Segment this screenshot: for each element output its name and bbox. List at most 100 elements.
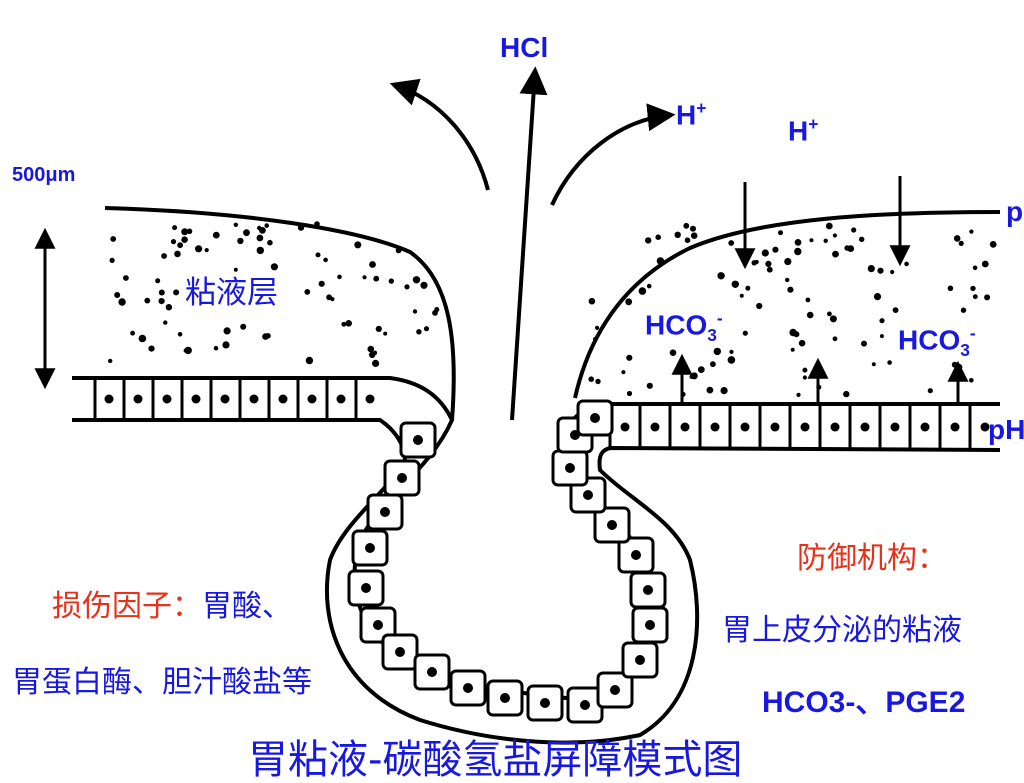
mucus-granule [690,232,698,239]
mucus-granule [367,345,375,353]
mucus-granule [727,356,736,364]
cell-nucleus [427,667,437,677]
mucus-granule [108,358,113,364]
mucus-granule [969,229,974,234]
mucus-granule [809,238,814,243]
cell-nucleus [980,422,990,432]
cell-nucleus [860,422,870,432]
mucus-granule [794,239,802,246]
mucus-granule [213,345,219,351]
mucus-granule [684,237,691,243]
mucus-granule [233,222,238,227]
mucus-granule [423,326,430,332]
defense-title: 防御机构： [797,541,947,576]
cell-nucleus [500,693,510,703]
cell-nucleus [395,647,405,657]
mucus-granule [412,276,421,284]
mucus-granule [163,320,168,325]
mucus-granule [710,361,716,368]
mucus-granule [256,246,264,255]
cell-nucleus [373,620,383,630]
defense-line-1: 胃上皮分泌的粘液 [722,613,962,648]
cell-nucleus [770,422,780,432]
cell-nucleus [278,394,288,404]
mucus-granule [970,285,976,292]
mucus-granule [177,242,184,249]
mucus-granule [345,320,353,327]
mucus-granule [593,337,598,342]
cell-nucleus [397,473,407,483]
mucus-granule [761,249,769,257]
mucus-granule [420,281,428,289]
mucus-granule [588,297,596,305]
mucus-granule [270,263,278,271]
mucus-granule [892,307,899,313]
mucus-granule [646,382,653,389]
mucus-granule [181,228,189,236]
mucus-granule [123,275,129,281]
mucus-granule [879,318,885,324]
mucus-granule [823,238,828,243]
epithelial-cells-pit [347,399,669,724]
mucus-granule [621,370,626,375]
cell-nucleus [890,422,900,432]
mucus-granule [793,331,800,338]
mucus-granule [805,297,811,303]
mucus-granule [354,241,362,249]
mucus-granule [802,367,808,373]
mucus-granule [843,390,850,398]
mucus-granule [877,267,884,274]
mucus-granule [341,321,347,327]
cell-nucleus [361,583,371,593]
mucus-granule [114,292,121,298]
mucus-granule [404,284,410,290]
mucus-surface-right [573,210,1001,399]
mucus-granule [174,250,181,258]
mucus-granule [373,275,380,282]
mucus-granule [674,231,681,238]
mucus-granule [832,250,839,258]
cell-nucleus [540,698,550,708]
mucus-granule [259,227,266,234]
mucus-granules [108,221,997,398]
cell-nucleus [583,490,593,500]
mucus-granule [904,261,909,267]
mucus-granule [972,265,978,271]
mucus-granule [626,354,633,361]
cell-nucleus [590,413,600,423]
scale-label: 500μm [12,164,76,186]
cell-nucleus [307,394,317,404]
mucus-granule [766,266,773,273]
mucus-granule [337,274,342,280]
mucus-granule [731,280,739,288]
mucus-granule [969,378,974,383]
cell-nucleus [950,422,960,432]
mucus-granule [739,293,744,298]
acid-arrow-right [550,103,676,206]
mucus-granule [362,275,367,280]
mucus-granule [742,330,748,336]
epithelial-cells-left [93,378,375,420]
mucus-granule [595,378,601,385]
mucus-granule [655,234,661,240]
mucus-granule [787,286,794,293]
mucus-granule [395,247,402,254]
mucus-granule [825,222,833,230]
h-plus-label-1: H+ [676,98,707,131]
hcl-label: HCl [500,32,549,63]
cell-nucleus [631,550,641,560]
mucus-granule [867,265,875,273]
mucus-granule [372,359,380,367]
mucus-granule [847,245,855,253]
mucus-granule [222,341,230,349]
mucus-granule [778,230,783,236]
mucus-granule [927,388,933,394]
mucus-granule [237,237,244,245]
mucus-granule [243,229,250,237]
mucus-granule [595,325,600,330]
mucus-granule [155,278,161,284]
mucus-granule [887,360,892,365]
mucus-granule [772,246,779,253]
cell-nucleus [607,520,617,530]
